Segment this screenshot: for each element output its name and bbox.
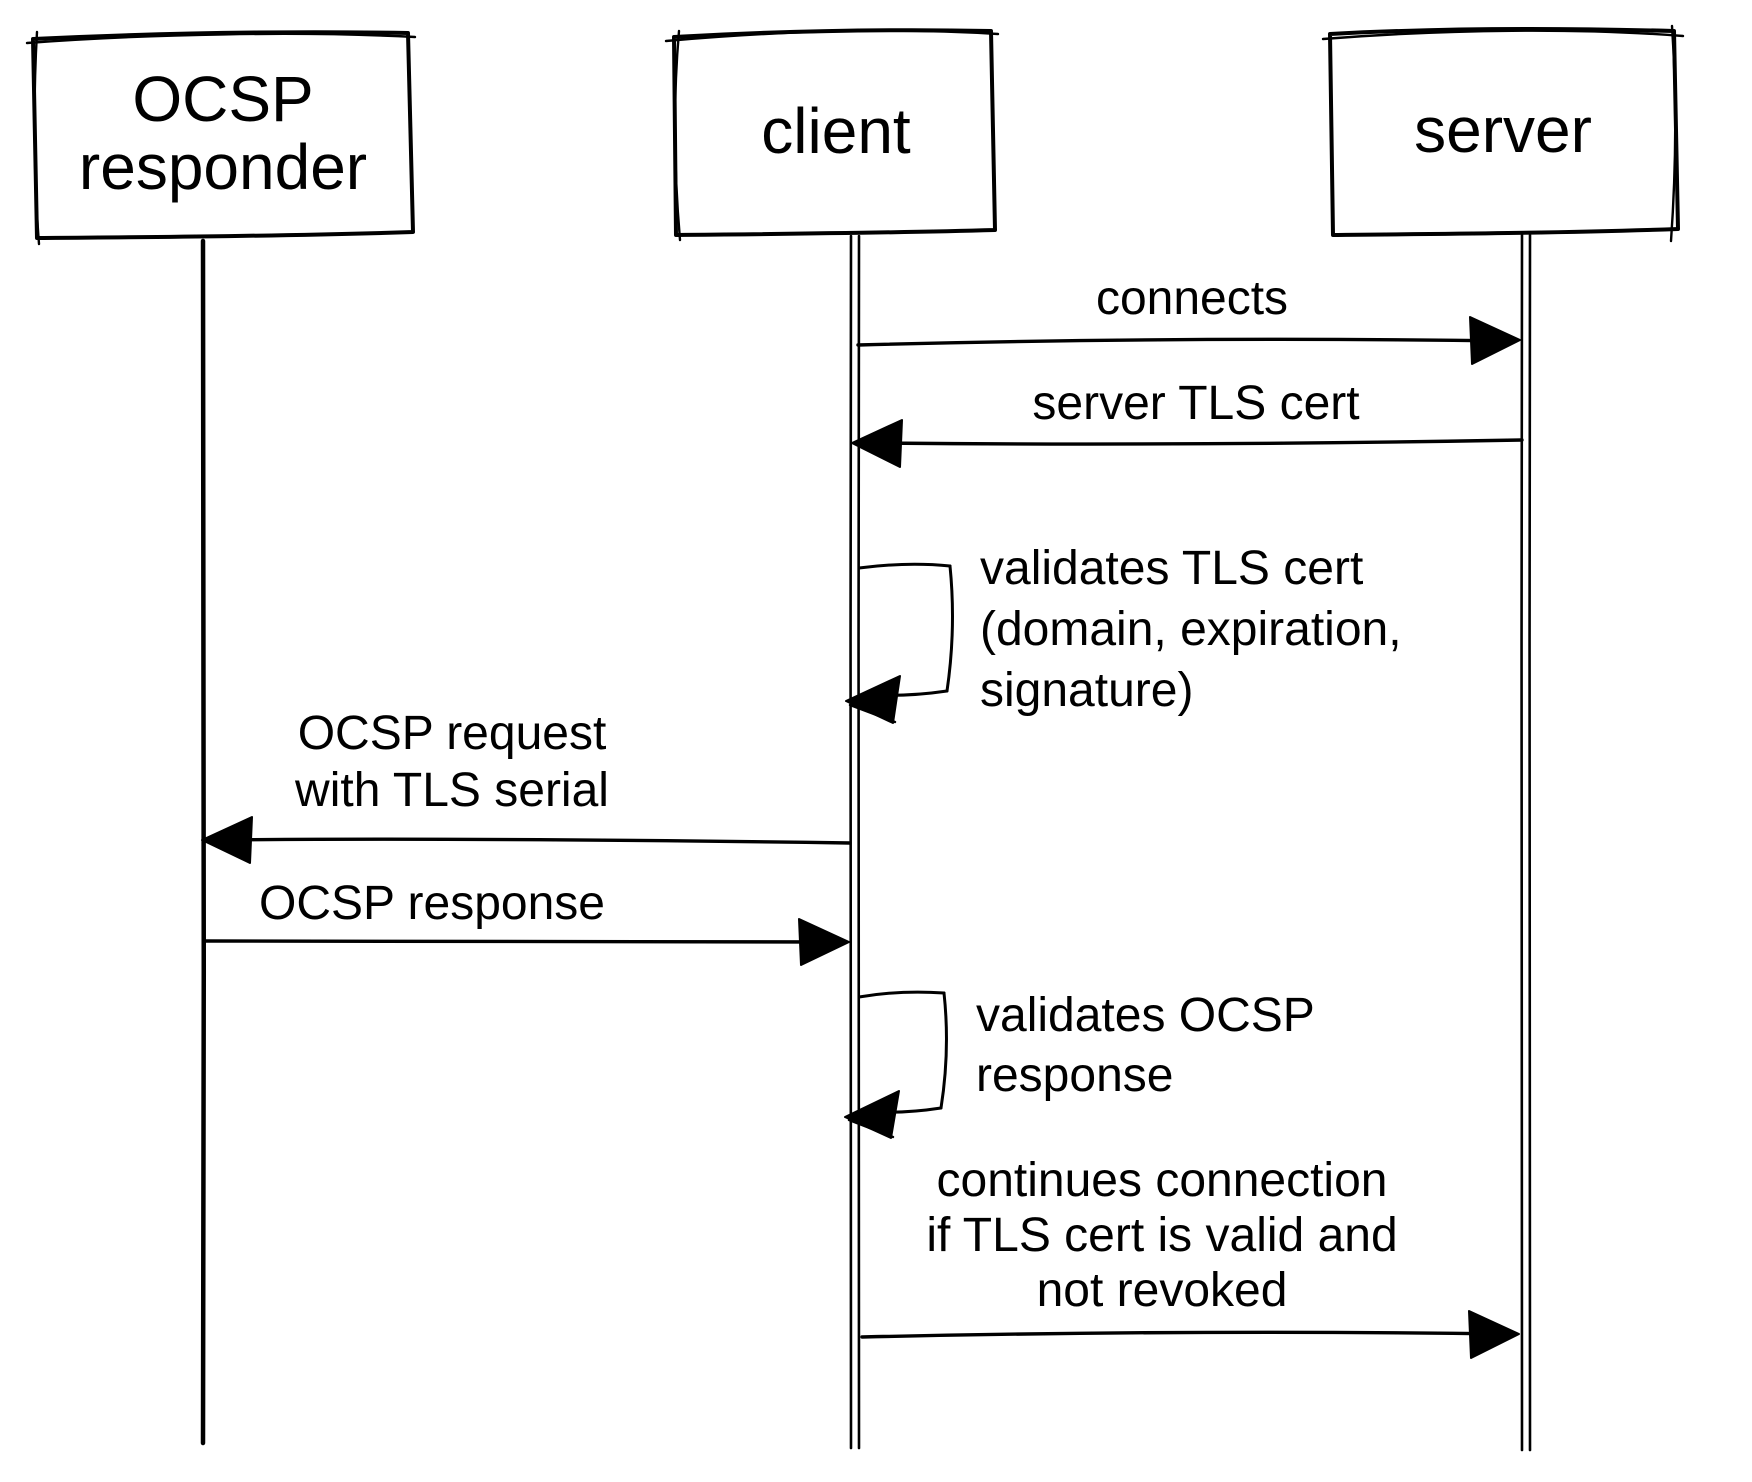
ocsp-request-arrow-line: [214, 837, 852, 845]
ocsp-response-label: OCSP response: [259, 877, 605, 930]
ocsp-responder-lifeline: [200, 238, 207, 1446]
server-label: server: [1414, 94, 1592, 166]
validates-tls-cert-arrowhead: [845, 675, 901, 724]
message-connects: connects: [856, 272, 1521, 365]
message-validates-ocsp-response: validates OCSP response: [844, 989, 1315, 1139]
server-tls-cert-label: server TLS cert: [1032, 377, 1359, 430]
ocsp-responder-box: [31, 30, 415, 240]
ocsp-request-label-line1: OCSP request: [298, 707, 607, 760]
validates-ocsp-response-label-line1: validates OCSP: [976, 989, 1315, 1042]
continues-connection-label-line1: continues connection: [937, 1154, 1388, 1207]
continues-connection-arrow-line: [860, 1330, 1510, 1339]
actor-ocsp-responder: OCSP responder: [25, 30, 417, 1446]
ocsp-response-arrow-line: [204, 939, 842, 945]
client-box-overdraw-left: [673, 29, 682, 242]
message-validates-tls-cert: validates TLS cert (domain, expiration, …: [845, 542, 1402, 724]
ocsp-responder-box-overdraw-left: [33, 30, 41, 246]
client-box-overdraw-top: [664, 29, 1000, 43]
validates-tls-cert-label-line3: signature): [980, 664, 1193, 717]
continues-connection-label-line2: if TLS cert is valid and: [926, 1209, 1397, 1262]
server-lifeline-stroke-2: [1528, 233, 1532, 1452]
validates-tls-cert-arrowhead-overdraw: [848, 703, 897, 724]
message-ocsp-response: OCSP response: [204, 877, 850, 966]
continues-connection-arrowhead: [1468, 1310, 1520, 1359]
validates-ocsp-response-loop-top: [857, 990, 946, 999]
server-box-overdraw-right: [1669, 24, 1677, 243]
server-box-overdraw-top: [1321, 29, 1685, 41]
ocsp-response-arrowhead: [798, 918, 850, 966]
validates-tls-cert-label-line2: (domain, expiration,: [980, 603, 1402, 656]
server-box: [1328, 27, 1680, 237]
message-ocsp-request: OCSP request with TLS serial: [201, 707, 852, 864]
connects-arrow-line: [856, 337, 1512, 347]
connects-arrowhead: [1469, 316, 1521, 365]
ocsp-responder-label-line2: responder: [79, 131, 367, 203]
connects-label: connects: [1096, 272, 1288, 325]
server-tls-cert-arrowhead: [851, 419, 903, 468]
validates-ocsp-response-label-line2: response: [976, 1049, 1173, 1102]
validates-tls-cert-loop-top: [857, 562, 952, 570]
message-continues-connection: continues connection if TLS cert is vali…: [860, 1154, 1520, 1359]
message-server-tls-cert: server TLS cert: [851, 377, 1524, 468]
ocsp-responder-label-line1: OCSP: [132, 63, 313, 135]
validates-tls-cert-label-line1: validates TLS cert: [980, 542, 1363, 595]
continues-connection-label-line3: not revoked: [1037, 1264, 1288, 1317]
ocsp-responder-box-overdraw-top: [25, 32, 417, 45]
validates-ocsp-response-arrowhead: [844, 1090, 900, 1139]
client-lifeline-stroke-2: [857, 234, 861, 1450]
client-label: client: [761, 95, 911, 167]
actor-server: server: [1321, 24, 1685, 1452]
server-tls-cert-arrow-line: [874, 438, 1524, 446]
validates-tls-cert-loop-right: [945, 564, 954, 693]
validates-ocsp-response-loop-right: [939, 991, 948, 1110]
ocsp-request-arrowhead: [201, 816, 253, 864]
server-lifeline-stroke-1: [1520, 233, 1524, 1452]
ocsp-request-label-line2: with TLS serial: [294, 764, 609, 817]
validates-ocsp-response-arrowhead-overdraw: [847, 1118, 895, 1139]
